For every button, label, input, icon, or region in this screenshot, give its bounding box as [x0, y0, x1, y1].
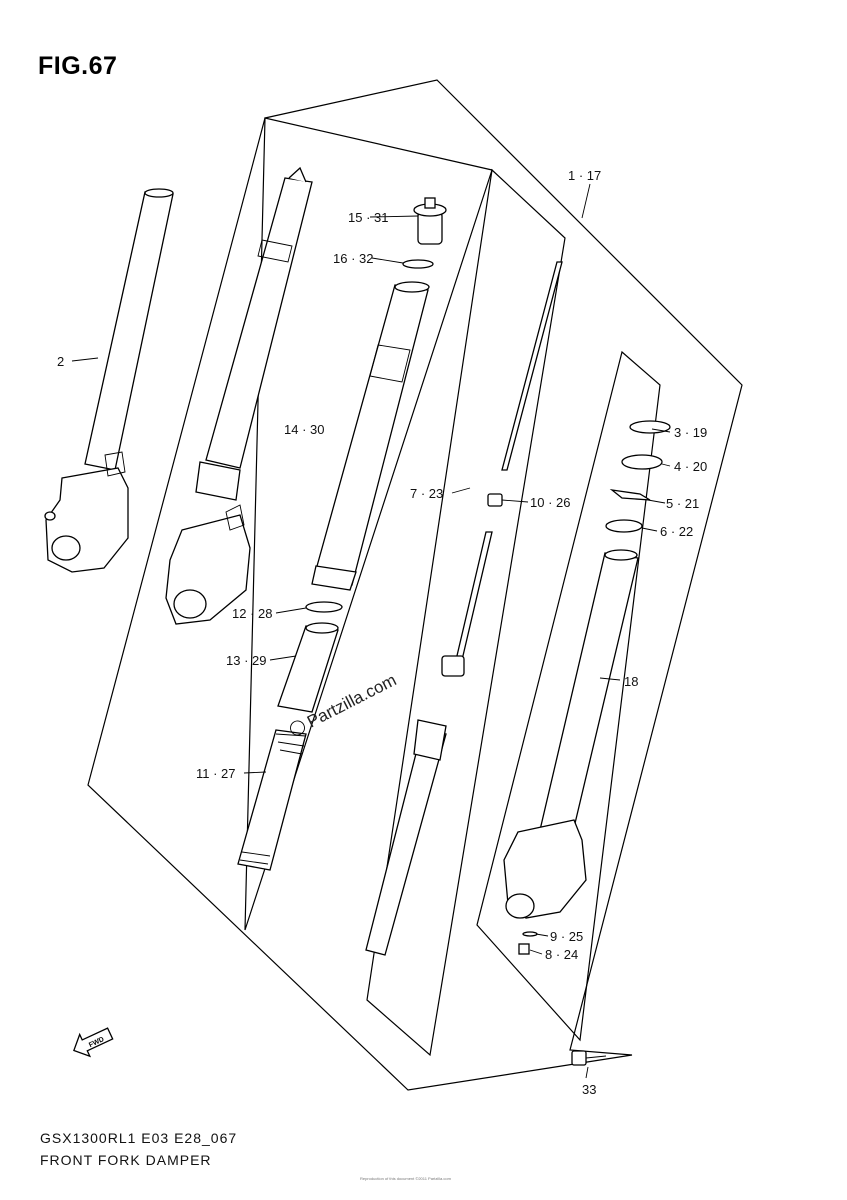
label-part-8: 8 · 24 [545, 947, 578, 962]
assembly-outline-right [476, 350, 661, 1042]
footer-model-code: GSX1300RL1 E03 E28_067 [40, 1130, 238, 1146]
inner-tube-assembly [165, 166, 313, 625]
copyright-notice: Reproduction of this document ©2011 Part… [360, 1176, 451, 1181]
part-labels: 1 · 17 2 3 · 19 4 · 20 5 · 21 6 · 22 7 ·… [57, 168, 707, 1097]
figure-title: FIG.67 [38, 52, 118, 80]
spring-part-11 [237, 729, 307, 871]
label-part-2: 2 [57, 354, 64, 369]
bolt-part-33 [571, 1050, 607, 1066]
washer-part-5 [609, 489, 651, 501]
footer-part-group-name: FRONT FORK DAMPER [40, 1152, 212, 1168]
label-part-33: 33 [582, 1082, 596, 1097]
damper-cartridge-part-7 [365, 531, 493, 956]
bushing-part-10 [487, 493, 503, 507]
spacer-part-13 [277, 622, 339, 713]
gasket-part-9 [522, 931, 538, 937]
label-part-4: 4 · 20 [674, 459, 707, 474]
seal-part-12 [305, 601, 343, 613]
outer-tube-part-2 [44, 188, 174, 573]
label-part-18: 18 [624, 674, 638, 689]
fwd-arrow-icon: FWD [73, 1027, 114, 1058]
damper-rod-part-1 [501, 261, 563, 471]
label-part-1: 1 · 17 [568, 168, 601, 183]
label-part-7: 7 · 23 [410, 486, 443, 501]
o-ring-part-16 [402, 259, 434, 269]
label-part-13: 13 · 29 [226, 653, 266, 668]
label-part-5: 5 · 21 [666, 496, 699, 511]
label-part-16: 16 · 32 [333, 251, 373, 266]
label-part-15: 15 · 31 [348, 210, 388, 225]
assembly-outline-middle [244, 117, 493, 931]
top-cap-part-15 [413, 197, 447, 245]
bolt-part-8 [518, 943, 530, 955]
assembly-outline-outer [87, 79, 743, 1091]
label-part-6: 6 · 22 [660, 524, 693, 539]
label-part-10: 10 · 26 [530, 495, 570, 510]
label-part-9: 9 · 25 [550, 929, 583, 944]
label-part-14: 14 · 30 [284, 422, 324, 437]
cylinder-part-14 [311, 281, 430, 591]
leader-lines [71, 183, 671, 1079]
oil-seal-part-6 [605, 519, 643, 533]
label-part-12: 12 · 28 [232, 606, 272, 621]
assembly-outline-inner [366, 168, 566, 1057]
outer-tube-part-18 [503, 549, 639, 919]
bushing-part-4 [621, 454, 663, 470]
label-part-11: 11 · 27 [196, 766, 236, 781]
label-part-3: 3 · 19 [674, 425, 707, 440]
